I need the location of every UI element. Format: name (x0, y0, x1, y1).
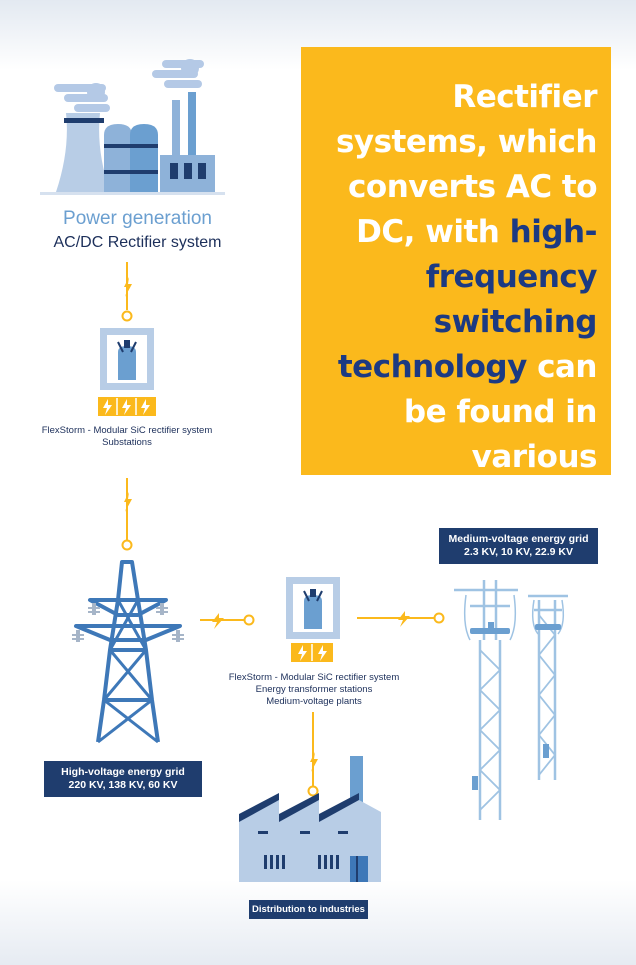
medium-voltage-values: 2.3 KV, 10 KV, 22.9 KV (464, 546, 573, 558)
substation-caption: FlexStorm - Modular SiC rectifier system… (17, 425, 237, 449)
connector-line (200, 614, 255, 626)
medium-voltage-label: Medium-voltage energy grid 2.3 KV, 10 KV… (439, 528, 598, 564)
medium-voltage-pole-icon (454, 580, 568, 820)
high-voltage-label: High-voltage energy grid 220 KV, 138 KV,… (44, 761, 202, 797)
high-voltage-values: 220 KV, 138 KV, 60 KV (68, 779, 178, 791)
equipment-box-icon (470, 622, 561, 790)
transformer-caption-line3: Medium-voltage plants (266, 696, 362, 707)
connector-line (307, 712, 319, 797)
substation-rectifier-icon (98, 328, 156, 416)
headline-text: Rectifier systems, which converts AC to … (335, 79, 598, 250)
distribution-label: Distribution to industries (249, 900, 368, 919)
substation-caption-line2: Substations (102, 437, 152, 448)
power-plant-icon (40, 59, 225, 195)
power-generation-title: Power generation (63, 208, 212, 229)
lightning-icon (124, 492, 132, 512)
lightning-icon (212, 613, 224, 629)
headline-box: Rectifier systems, which converts AC to … (301, 47, 611, 565)
lightning-icon (310, 752, 318, 772)
connector-line (357, 612, 445, 624)
insulator-icon (72, 603, 184, 642)
high-voltage-title: High-voltage energy grid (61, 766, 185, 778)
high-voltage-tower-icon (74, 560, 182, 744)
medium-voltage-title: Medium-voltage energy grid (448, 533, 589, 545)
transformer-caption: FlexStorm - Modular SiC rectifier system… (211, 672, 417, 708)
factory-icon (239, 756, 381, 882)
transformer-caption-line2: Energy transformer stations (255, 684, 373, 695)
connector-line (121, 478, 133, 551)
power-generation-subtitle: AC/DC Rectifier system (53, 234, 222, 251)
headline-highlight: high-frequency switching technology (337, 214, 598, 385)
lightning-icon (124, 277, 132, 297)
transformer-caption-line1: FlexStorm - Modular SiC rectifier system (228, 672, 400, 683)
lightning-icon (398, 611, 410, 627)
substation-caption-line1: FlexStorm - Modular SiC rectifier system (41, 425, 213, 436)
transformer-rectifier-icon (286, 577, 340, 662)
